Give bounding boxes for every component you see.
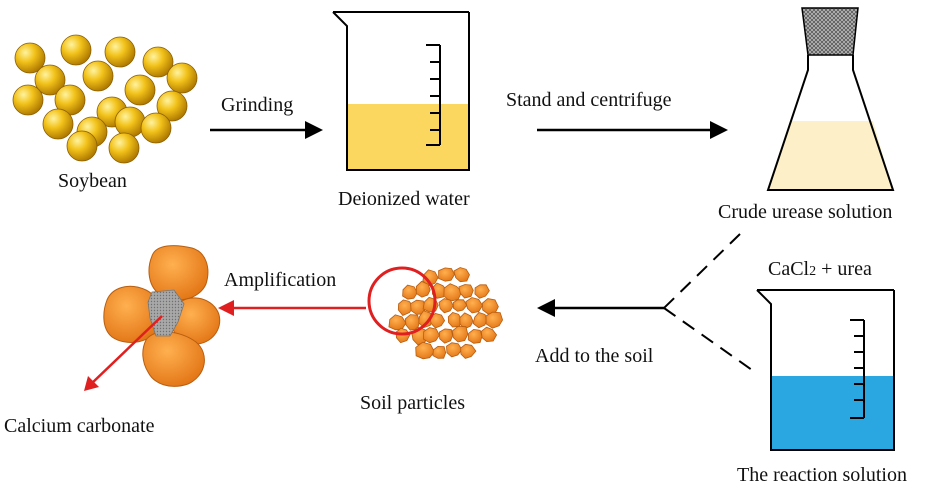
reaction-beaker-outline <box>756 289 895 451</box>
soybean-bean <box>114 106 146 138</box>
soybean-cluster <box>12 34 198 164</box>
add-to-soil-label: Add to the soil <box>535 345 654 367</box>
amplification-label: Amplification <box>224 269 337 291</box>
soil-particle <box>453 267 470 283</box>
soybean-bean <box>124 74 156 106</box>
soil-particle <box>418 310 434 329</box>
soybean-bean <box>12 84 44 116</box>
beaker-outline <box>332 11 470 171</box>
soybean-bean <box>104 36 136 68</box>
crude-urease-label: Crude urease solution <box>718 201 893 223</box>
beaker-scale <box>426 44 441 146</box>
soil-particle <box>395 327 411 344</box>
soybean-bean <box>156 90 188 122</box>
reaction-solution-beaker <box>756 289 895 451</box>
flask-outline <box>766 55 895 191</box>
soil-particle <box>465 297 484 314</box>
soil-particle <box>438 298 454 314</box>
soil-particle-cluster <box>388 267 504 360</box>
soil-particle <box>397 299 415 316</box>
grinding-label: Grinding <box>221 94 294 116</box>
soil-particle <box>452 299 468 312</box>
soybean-label: Soybean <box>58 170 127 192</box>
grinding-arrowhead <box>305 121 323 139</box>
soybean-bean <box>108 132 140 164</box>
deionized-water-label: Deionized water <box>338 188 470 210</box>
soil-particle <box>458 284 474 299</box>
cacl2-urea-label: CaCl2 + urea <box>768 259 872 279</box>
calcium-carbonate-pointer-head <box>84 376 99 391</box>
highlight-circle <box>367 266 437 336</box>
reaction-fill <box>771 376 894 450</box>
soil-particle <box>432 345 447 359</box>
dashed-branch-top <box>663 233 741 309</box>
soybean-bean <box>140 112 172 144</box>
soybean-bean <box>66 130 98 162</box>
amplification-arrowhead <box>218 300 234 316</box>
crude-urease-fill <box>768 121 893 190</box>
soybean-bean <box>42 108 74 140</box>
reaction-beaker-scale <box>850 319 865 419</box>
particle-top <box>148 245 209 301</box>
soil-particle <box>459 312 474 330</box>
cacl2-subscript: 2 <box>809 264 817 279</box>
soil-particle <box>474 284 490 299</box>
deionized-water-beaker <box>332 11 470 171</box>
soybean-bean <box>14 42 46 74</box>
soil-particle <box>438 267 455 282</box>
soil-particle <box>402 284 418 300</box>
soil-particle <box>423 327 440 344</box>
stand-centrifuge-label: Stand and centrifuge <box>506 89 672 111</box>
calcium-carbonate-label: Calcium carbonate <box>4 415 155 437</box>
soil-particle <box>480 326 498 343</box>
reaction-solution-label: The reaction solution <box>737 464 907 486</box>
soil-particle <box>467 328 483 344</box>
soil-particle <box>451 325 469 343</box>
soil-particles-label: Soil particles <box>360 392 465 414</box>
soil-particle <box>438 328 454 344</box>
soybean-bean <box>34 64 66 96</box>
calcium-carbonate-mass <box>147 289 185 337</box>
soil-particle <box>460 343 477 359</box>
soybean-bean <box>82 60 114 92</box>
calcium-carbonate-bond <box>84 245 221 391</box>
urea-text: + urea <box>816 258 872 280</box>
soybean-bean <box>166 62 198 94</box>
soybean-bean <box>142 46 174 78</box>
soil-particle <box>481 298 499 315</box>
centrifuge-arrowhead <box>710 121 728 139</box>
dashed-branch-bottom <box>663 307 753 371</box>
calcium-carbonate-pointer <box>89 315 163 386</box>
water-fill <box>347 104 469 170</box>
soil-particle <box>446 342 463 358</box>
soil-particle <box>415 280 431 298</box>
erlenmeyer-flask <box>766 7 895 191</box>
soil-particle <box>485 311 504 329</box>
soybean-bean <box>60 34 92 66</box>
add-to-soil-arrowhead <box>537 299 555 317</box>
particle-bottom <box>142 331 205 387</box>
soil-particle <box>388 314 407 331</box>
soil-particle <box>443 283 463 302</box>
flask-stopper <box>801 7 859 56</box>
cacl2-text: CaCl <box>768 258 810 280</box>
soil-particle <box>472 312 488 329</box>
soil-particle <box>415 341 435 360</box>
